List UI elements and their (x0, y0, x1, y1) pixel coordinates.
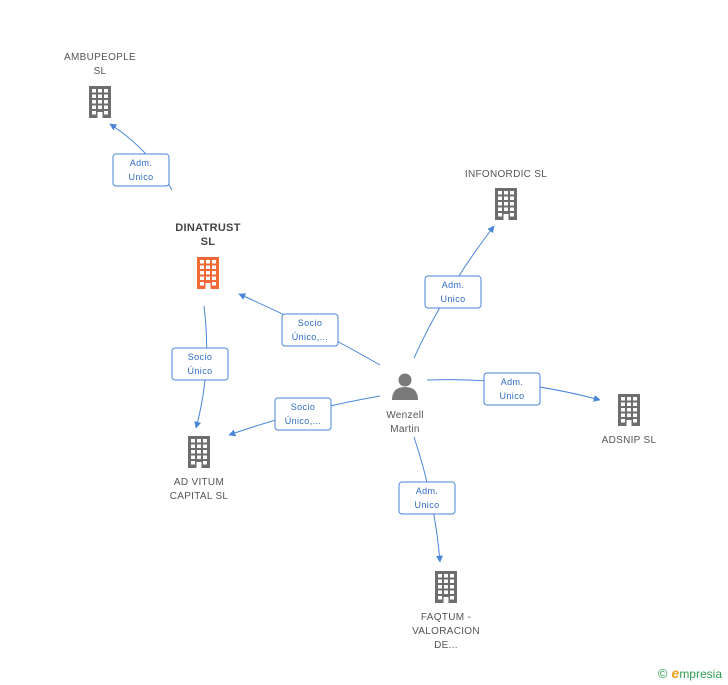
node-label: CAPITAL SL (170, 491, 229, 502)
node-dinatrust[interactable]: DINATRUST SL (175, 222, 240, 289)
edge-role-label[interactable]: SocioÚnico,... (274, 397, 332, 431)
node-label: FAQTUM - (421, 612, 471, 623)
edge-label-text: Unico (128, 172, 153, 182)
edge-role-label[interactable]: SocioÚnico,... (281, 313, 339, 347)
node-label: INFONORDIC SL (465, 169, 547, 180)
brand-name: mpresia (679, 667, 722, 681)
edge-label-box (483, 372, 541, 406)
node-label: Wenzell (386, 410, 424, 421)
edge-label-text: Unico (440, 294, 465, 304)
edge-role-label[interactable]: Adm. Unico (424, 275, 482, 309)
node-label: Martin (390, 424, 420, 435)
node-label: VALORACION (412, 626, 480, 637)
building-icon (197, 257, 219, 289)
copyright-symbol: © (657, 666, 668, 681)
edge-role-label[interactable]: Adm. Unico (483, 372, 541, 406)
node-ambupeople[interactable]: AMBUPEOPLE SL (64, 52, 136, 118)
nodes-layer: AMBUPEOPLE SL DINATRUST SL INFONORDIC SL AD V… (64, 52, 656, 651)
node-adsnip[interactable]: ADSNIP SL (602, 394, 657, 446)
node-label: AMBUPEOPLE (64, 52, 136, 63)
node-label: SL (94, 66, 107, 77)
edge-label-text: Adm. (442, 280, 465, 290)
edge-label-text: Adm. (416, 486, 439, 496)
node-label: DE... (434, 640, 458, 651)
node-label: DINATRUST (175, 222, 240, 234)
edge-role-label[interactable]: Adm. Unico (398, 481, 456, 515)
edge-label-text: Unico (414, 500, 439, 510)
building-icon (618, 394, 640, 426)
edge-label-box (171, 347, 229, 381)
node-label: SL (201, 236, 216, 248)
edge-label-text: Adm. (130, 158, 153, 168)
edge-dinatrust-to-ambupeople: Adm. Unico (109, 123, 173, 191)
edges-layer: Adm.UnicoSocioÚnico,...SocioÚnicoSocioÚn… (109, 123, 601, 563)
person-icon (392, 373, 418, 400)
edge-wenzell-to-dinatrust: SocioÚnico,... (238, 293, 381, 366)
edge-label-text: Adm. (501, 377, 524, 387)
edge-label-text: Socio (188, 352, 213, 362)
building-icon (89, 86, 111, 118)
node-advitum[interactable]: AD VITUM CAPITAL SL (170, 436, 229, 502)
edge-label-box (274, 397, 332, 431)
empresia-brand[interactable]: ©empresia (658, 665, 722, 681)
node-label: AD VITUM (174, 477, 224, 488)
building-icon (188, 436, 210, 468)
edge-label-text: Único,... (292, 332, 329, 342)
node-infonordic[interactable]: INFONORDIC SL (465, 169, 547, 220)
edge-label-box (424, 275, 482, 309)
brand-initial: e (671, 665, 680, 681)
edge-wenzell-to-faqtum: Adm. Unico (398, 436, 456, 563)
edge-wenzell-to-adsnip: Adm. Unico (426, 372, 601, 406)
edge-label-box (281, 313, 339, 347)
edge-label-text: Único (187, 366, 212, 376)
building-icon (495, 188, 517, 220)
node-faqtum[interactable]: FAQTUM - VALORACION DE... (412, 571, 480, 651)
edge-wenzell-to-advitum: SocioÚnico,... (228, 395, 381, 437)
edge-label-text: Único,... (285, 416, 322, 426)
edge-wenzell-to-infonordic: Adm. Unico (413, 225, 495, 359)
node-label: ADSNIP SL (602, 435, 657, 446)
building-icon (435, 571, 457, 603)
edge-label-box (398, 481, 456, 515)
edge-role-label[interactable]: Adm. Unico (112, 153, 170, 187)
edge-label-box (112, 153, 170, 187)
edge-label-text: Socio (291, 402, 316, 412)
edge-label-text: Unico (499, 391, 524, 401)
edge-label-text: Socio (298, 318, 323, 328)
